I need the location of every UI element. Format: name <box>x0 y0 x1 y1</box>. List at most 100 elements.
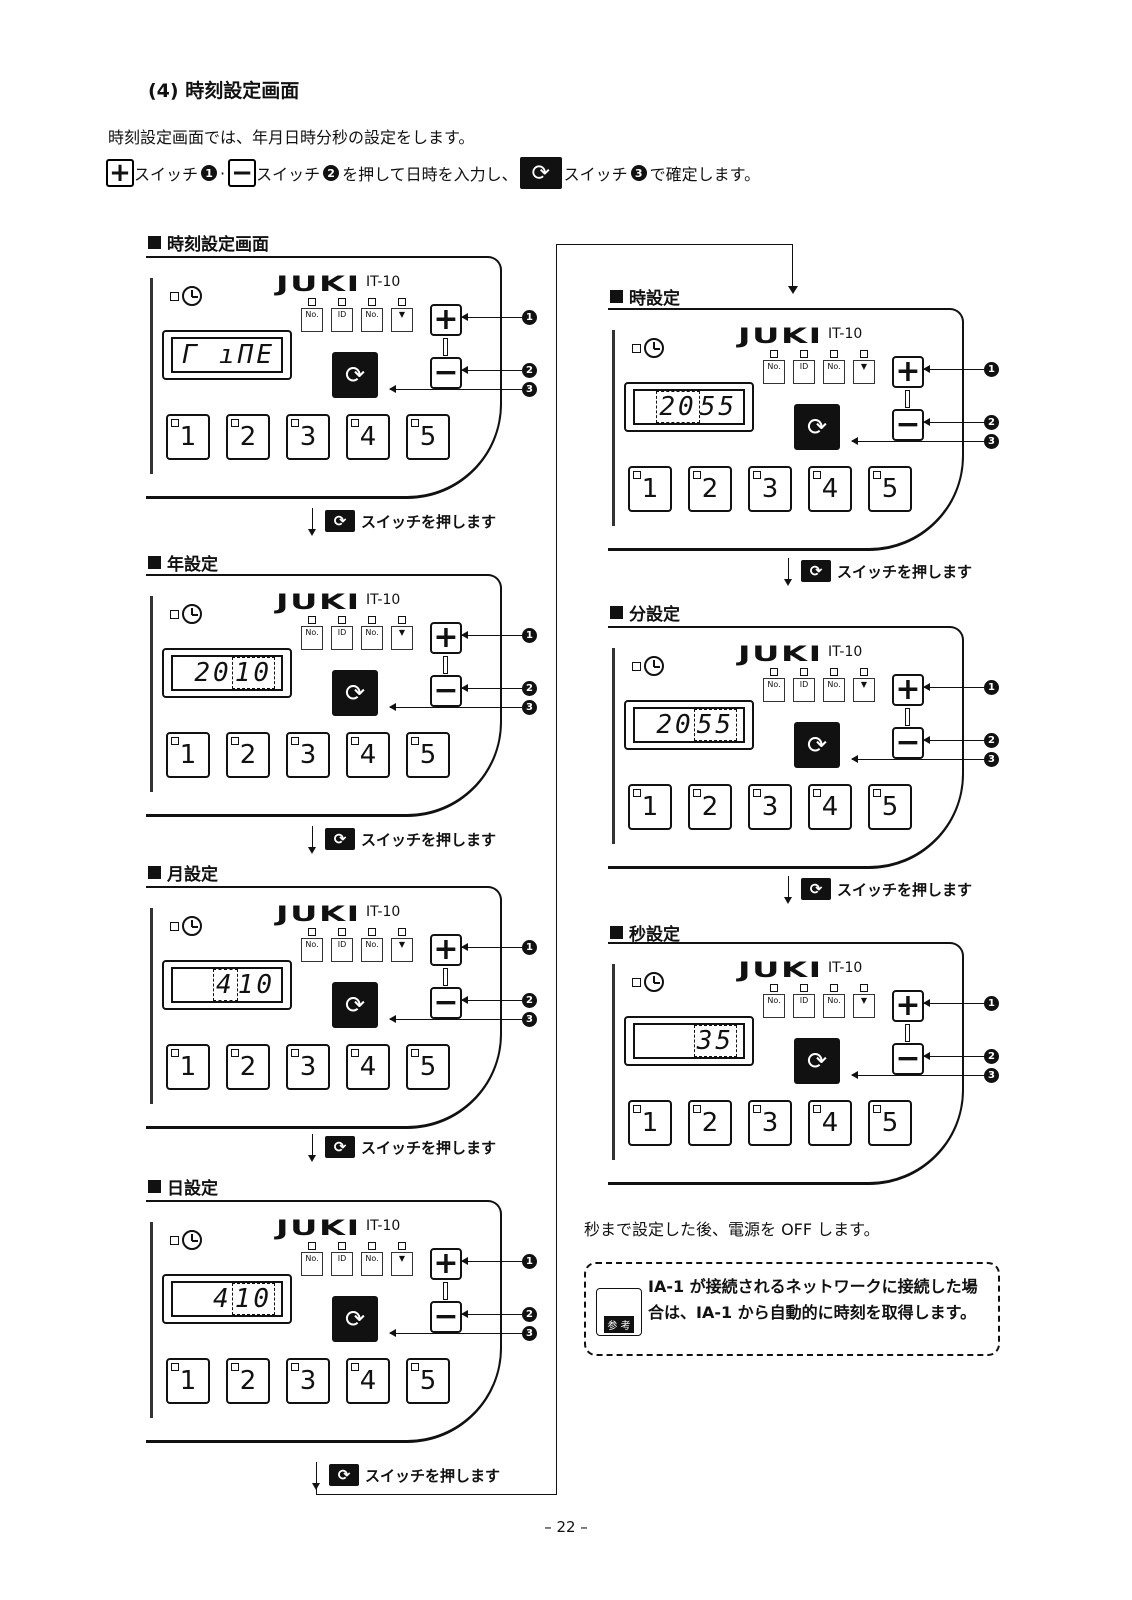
clock-icon <box>644 972 664 992</box>
number-key-5[interactable]: 5 <box>406 414 450 460</box>
number-key-1[interactable]: 1 <box>166 1358 210 1404</box>
status-glyph-icon: No. <box>301 1252 323 1276</box>
number-key-1[interactable]: 1 <box>166 414 210 460</box>
status-glyph-icon: ▼ <box>853 994 875 1018</box>
confirm-button[interactable]: ⟳ <box>794 1038 840 1084</box>
number-key-1[interactable]: 1 <box>628 466 672 512</box>
number-key-3[interactable]: 3 <box>286 1044 330 1090</box>
confirm-button[interactable]: ⟳ <box>332 982 378 1028</box>
callout-number: 1 <box>522 310 537 325</box>
status-icon: No. <box>822 350 846 384</box>
panel-outline <box>146 256 502 499</box>
callout-number: 2 <box>522 1307 537 1322</box>
minus-button[interactable]: − <box>430 357 462 389</box>
callout-arrow-icon <box>851 755 984 763</box>
confirm-button[interactable]: ⟳ <box>332 670 378 716</box>
led-icon <box>860 984 868 992</box>
led-icon <box>308 616 316 624</box>
clock-icon <box>182 1230 202 1250</box>
status-icon: No. <box>822 984 846 1018</box>
status-icon: ▼ <box>852 350 876 384</box>
number-key-2[interactable]: 2 <box>226 1358 270 1404</box>
status-icon: No. <box>360 616 384 650</box>
clock-icon <box>644 338 664 358</box>
button-connector <box>443 968 448 986</box>
status-icon: ID <box>792 984 816 1018</box>
number-key-2[interactable]: 2 <box>226 1044 270 1090</box>
panel-outline <box>146 1200 502 1443</box>
number-key-3[interactable]: 3 <box>286 1358 330 1404</box>
confirm-button[interactable]: ⟳ <box>794 722 840 768</box>
lcd-value: 4 <box>213 1284 232 1314</box>
down-arrow-icon <box>308 1134 316 1162</box>
number-key-5[interactable]: 5 <box>868 466 912 512</box>
flow-arrow-icon <box>788 286 798 294</box>
plus-button[interactable]: + <box>430 304 462 336</box>
callout-arrow-icon <box>851 437 984 445</box>
minus-button[interactable]: − <box>430 675 462 707</box>
number-key-5[interactable]: 5 <box>868 1100 912 1146</box>
number-key-3[interactable]: 3 <box>748 784 792 830</box>
number-key-5[interactable]: 5 <box>406 1358 450 1404</box>
lcd-display: 35 <box>624 1016 754 1066</box>
led-icon <box>338 616 346 624</box>
status-glyph-icon: ID <box>793 994 815 1018</box>
panel-heading-text: 時設定 <box>629 289 680 309</box>
plus-button[interactable]: + <box>892 356 924 388</box>
number-key-1[interactable]: 1 <box>166 1044 210 1090</box>
model-name: IT-10 <box>366 274 401 290</box>
led-icon <box>170 291 179 301</box>
plus-button[interactable]: + <box>892 990 924 1022</box>
number-key-1[interactable]: 1 <box>628 1100 672 1146</box>
number-key-5[interactable]: 5 <box>406 1044 450 1090</box>
panel-edge <box>612 648 615 844</box>
number-key-3[interactable]: 3 <box>286 732 330 778</box>
confirm-button[interactable]: ⟳ <box>332 1296 378 1342</box>
down-arrow-icon <box>784 558 792 586</box>
number-key-2[interactable]: 2 <box>226 414 270 460</box>
number-key-2[interactable]: 2 <box>688 466 732 512</box>
number-key-4[interactable]: 4 <box>808 784 852 830</box>
status-icon: ID <box>330 616 354 650</box>
number-key-1[interactable]: 1 <box>628 784 672 830</box>
step-text: スイッチを押します <box>837 562 973 581</box>
number-key-5[interactable]: 5 <box>406 732 450 778</box>
rotate-key-icon: ⟳ <box>329 1464 359 1486</box>
status-glyph-icon: ▼ <box>853 678 875 702</box>
number-key-4[interactable]: 4 <box>346 732 390 778</box>
plus-button[interactable]: + <box>430 934 462 966</box>
number-key-4[interactable]: 4 <box>808 1100 852 1146</box>
plus-button[interactable]: + <box>430 1248 462 1280</box>
model-name: IT-10 <box>366 592 401 608</box>
status-glyph-icon: No. <box>301 626 323 650</box>
confirm-button[interactable]: ⟳ <box>332 352 378 398</box>
number-key-5[interactable]: 5 <box>868 784 912 830</box>
status-glyph-icon: ▼ <box>391 626 413 650</box>
plus-button[interactable]: + <box>892 674 924 706</box>
callout-2: 2 <box>923 415 999 430</box>
confirm-button[interactable]: ⟳ <box>794 404 840 450</box>
number-key-2[interactable]: 2 <box>226 732 270 778</box>
number-key-4[interactable]: 4 <box>346 1044 390 1090</box>
callout-number: 1 <box>522 1254 537 1269</box>
heading-square-icon <box>148 1180 161 1193</box>
plus-button[interactable]: + <box>430 622 462 654</box>
status-glyph-icon: No. <box>361 1252 383 1276</box>
number-key-4[interactable]: 4 <box>346 1358 390 1404</box>
number-key-2[interactable]: 2 <box>688 1100 732 1146</box>
led-icon <box>308 928 316 936</box>
number-key-4[interactable]: 4 <box>808 466 852 512</box>
number-key-4[interactable]: 4 <box>346 414 390 460</box>
number-key-3[interactable]: 3 <box>286 414 330 460</box>
intro-text-part: スイッチ <box>134 165 199 184</box>
step-instruction: ⟳スイッチを押します <box>308 826 496 854</box>
number-key-3[interactable]: 3 <box>748 1100 792 1146</box>
number-key-2[interactable]: 2 <box>688 784 732 830</box>
status-icon: No. <box>762 350 786 384</box>
number-key-3[interactable]: 3 <box>748 466 792 512</box>
number-key-1[interactable]: 1 <box>166 732 210 778</box>
callout-number: 3 <box>522 1326 537 1341</box>
